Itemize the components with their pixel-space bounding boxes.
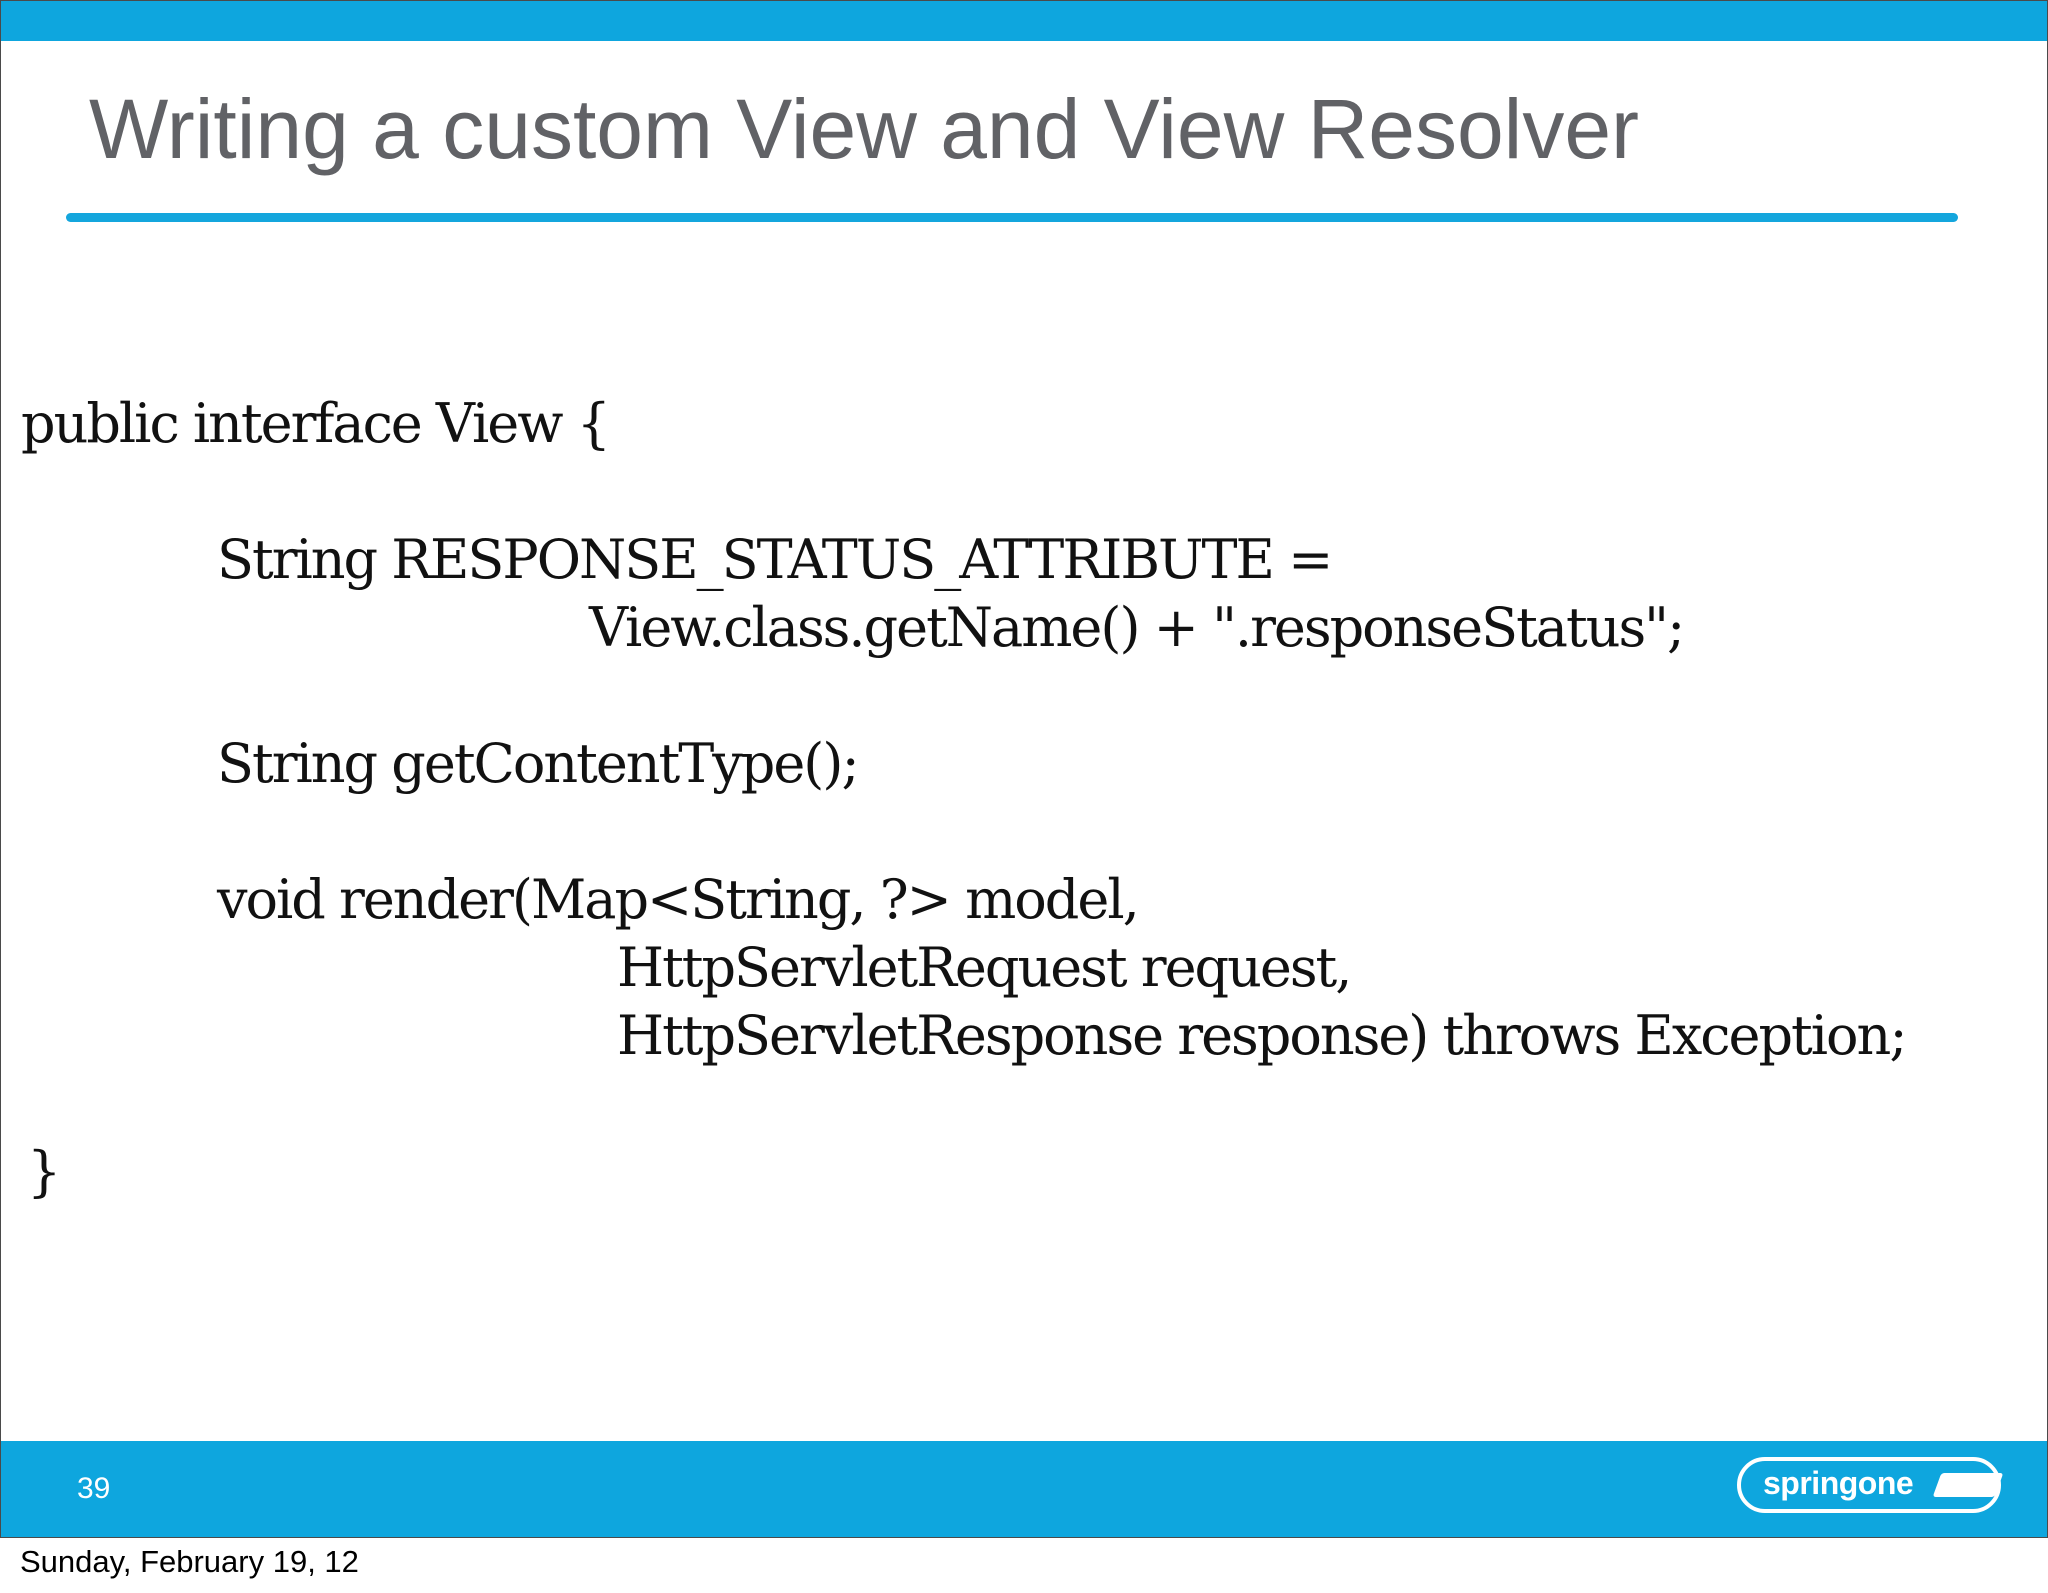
code-line: String RESPONSE_STATUS_ATTRIBUTE = xyxy=(217,528,1333,591)
springone-logo: springone xyxy=(1737,1457,2017,1521)
logo-badge-icon xyxy=(1932,1473,2004,1497)
top-accent-bar xyxy=(1,1,2047,41)
code-line: HttpServletResponse response) throws Exc… xyxy=(617,1004,1908,1067)
title-underline xyxy=(66,213,1958,222)
code-line: HttpServletRequest request, xyxy=(617,936,1352,999)
code-line: } xyxy=(27,1140,61,1203)
slide: Writing a custom View and View Resolver … xyxy=(0,0,2048,1538)
bottom-accent-bar: 39 springone xyxy=(1,1441,2047,1537)
date-footer: Sunday, February 19, 12 xyxy=(20,1544,359,1579)
logo-outline xyxy=(1737,1457,2001,1513)
code-line: View.class.getName() + ".responseStatus"… xyxy=(589,596,1685,659)
slide-title: Writing a custom View and View Resolver xyxy=(89,82,1640,176)
page-number: 39 xyxy=(77,1472,111,1505)
code-line: void render(Map<String, ?> model, xyxy=(217,868,1140,931)
code-line: String getContentType(); xyxy=(217,732,860,795)
logo-text: springone xyxy=(1763,1465,1914,1501)
code-line: public interface View { xyxy=(21,392,611,455)
